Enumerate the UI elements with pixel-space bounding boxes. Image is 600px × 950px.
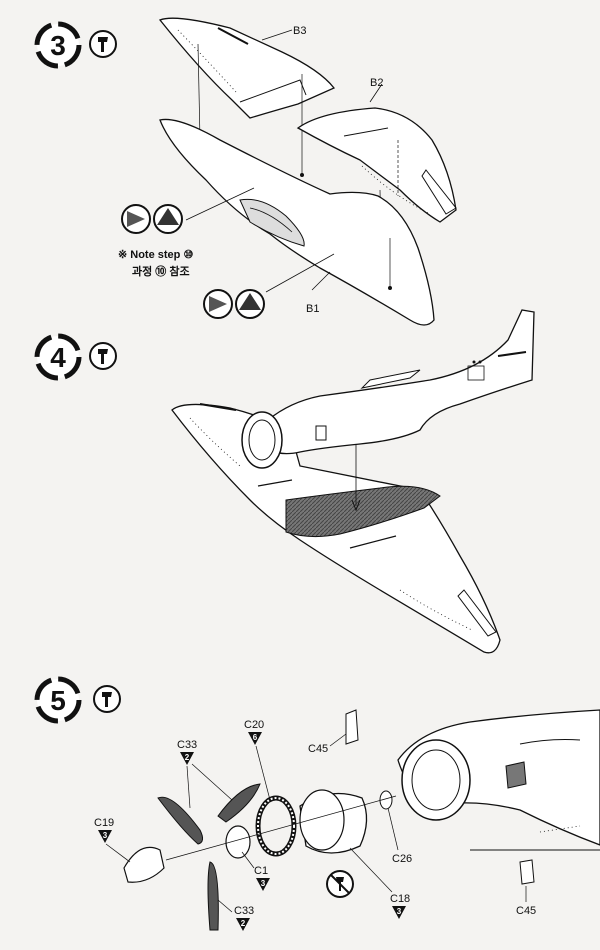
svg-text:C33: C33 [234, 905, 254, 917]
part-c33-blade-2 [217, 783, 261, 823]
label-b1: B1 [306, 303, 319, 315]
note-step-line2: 과정 ⑩ 참조 [132, 264, 190, 278]
note-step-line1: ※ Note step ⑩ [118, 249, 193, 261]
step-3-number: 3 [50, 30, 66, 61]
fuselage-nose-section [397, 709, 600, 851]
part-c45-upper [345, 709, 359, 745]
part-label-c1: C1 3 [241, 851, 270, 891]
svg-text:C33: C33 [177, 739, 197, 751]
part-label-c19: C19 3 [94, 817, 131, 863]
step-4-number: 4 [50, 342, 66, 373]
part-b1-lower-wing: B1 [159, 118, 435, 326]
svg-text:C45: C45 [308, 743, 328, 755]
part-c26 [379, 790, 393, 810]
part-c33-blade-3 [207, 861, 219, 931]
label-b2: B2 [370, 77, 383, 89]
svg-text:C19: C19 [94, 817, 114, 829]
step-3-badge: 3 [34, 21, 82, 69]
step-5: 5 [34, 676, 600, 931]
svg-text:C20: C20 [244, 719, 264, 731]
glue-icon [93, 685, 121, 713]
paint-swatch-group-1 [121, 187, 255, 234]
part-c19-spinner [123, 846, 165, 883]
part-label-c18: C18 3 [349, 847, 410, 919]
glue-icon [89, 342, 117, 370]
svg-text:2: 2 [241, 919, 246, 928]
no-glue-icon [326, 870, 354, 898]
part-c33-blade-1 [157, 796, 204, 845]
part-label-c33-top: C33 2 [177, 739, 233, 809]
step-4: 4 [34, 309, 535, 654]
svg-text:C18: C18 [390, 893, 410, 905]
cockpit-markings [467, 360, 485, 381]
step-3: 3 B3 B2 [34, 17, 457, 326]
svg-text:C26: C26 [392, 853, 412, 865]
part-label-c45-top: C45 [308, 733, 347, 755]
assembly-axis [165, 795, 397, 861]
svg-text:C1: C1 [254, 865, 268, 877]
part-c18-cowl [299, 789, 368, 854]
part-c1-hub [225, 825, 251, 859]
svg-text:2: 2 [185, 753, 190, 762]
svg-text:3: 3 [261, 879, 266, 888]
svg-text:3: 3 [103, 831, 108, 840]
step-4-badge: 4 [34, 333, 82, 381]
part-c20-ring [255, 795, 297, 857]
glue-icon [89, 30, 117, 58]
svg-text:6: 6 [253, 733, 258, 742]
label-b3: B3 [293, 25, 306, 37]
part-c45-lower [519, 859, 535, 885]
part-label-c20: C20 6 [244, 719, 271, 801]
svg-text:C45: C45 [516, 905, 536, 917]
fuselage [241, 309, 535, 512]
step-5-number: 5 [50, 685, 66, 716]
paint-swatch-group-2 [203, 253, 335, 319]
step-5-badge: 5 [34, 676, 82, 724]
part-label-c45-bottom: C45 [516, 886, 536, 917]
svg-text:3: 3 [397, 907, 402, 916]
part-label-c26: C26 [387, 807, 412, 865]
part-label-c33-bottom: C33 2 [217, 899, 254, 931]
